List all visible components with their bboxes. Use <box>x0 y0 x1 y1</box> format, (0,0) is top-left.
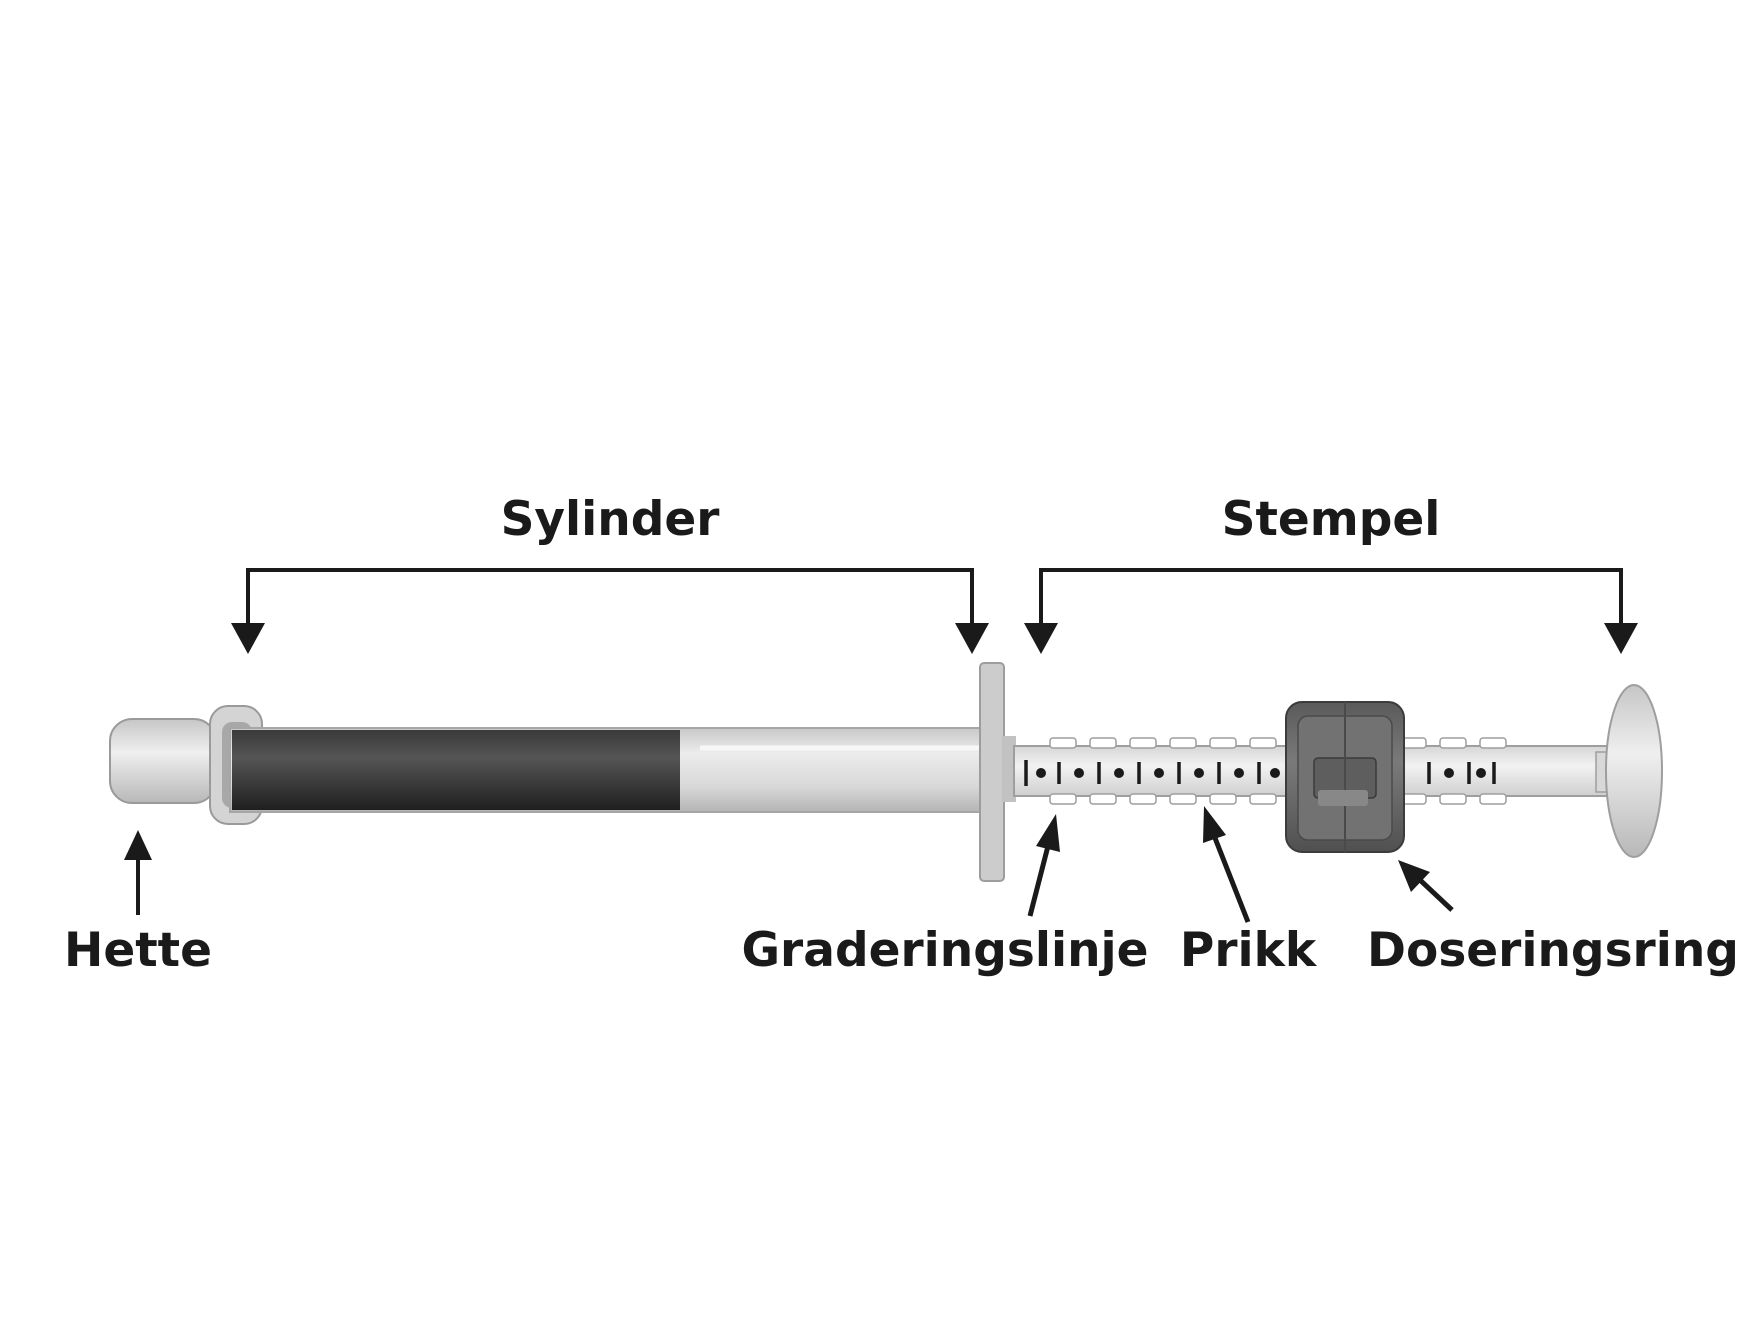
arrowhead-sylinder-right <box>955 623 989 654</box>
syringe-cap <box>109 718 217 804</box>
arrowhead-sylinder-left <box>231 623 265 654</box>
syringe <box>109 662 1663 882</box>
graduation-lines <box>1024 760 1496 786</box>
bracket-stempel <box>1039 568 1623 625</box>
arrow-doseringsring <box>1398 860 1454 912</box>
dosing-ring <box>1285 701 1405 853</box>
arrowhead-stempel-right <box>1604 623 1638 654</box>
arrow-graderingslinje <box>1027 814 1060 917</box>
label-stempel: Stempel <box>1222 492 1441 547</box>
flange-hub <box>1002 736 1016 802</box>
label-sylinder: Sylinder <box>501 492 721 547</box>
arrow-hette <box>124 830 152 915</box>
label-hette: Hette <box>64 923 212 978</box>
arrow-prikk <box>1203 806 1251 923</box>
bracket-sylinder <box>246 568 974 625</box>
arrowhead-stempel-left <box>1024 623 1058 654</box>
dose-dots <box>1036 768 1486 778</box>
label-graderingslinje: Graderingslinje <box>741 923 1148 978</box>
plunger-thumb-press <box>1605 684 1663 858</box>
medicine-fill <box>232 730 680 810</box>
label-doseringsring: Doseringsring <box>1367 923 1739 978</box>
finger-flange <box>979 662 1005 882</box>
label-prikk: Prikk <box>1180 923 1318 978</box>
